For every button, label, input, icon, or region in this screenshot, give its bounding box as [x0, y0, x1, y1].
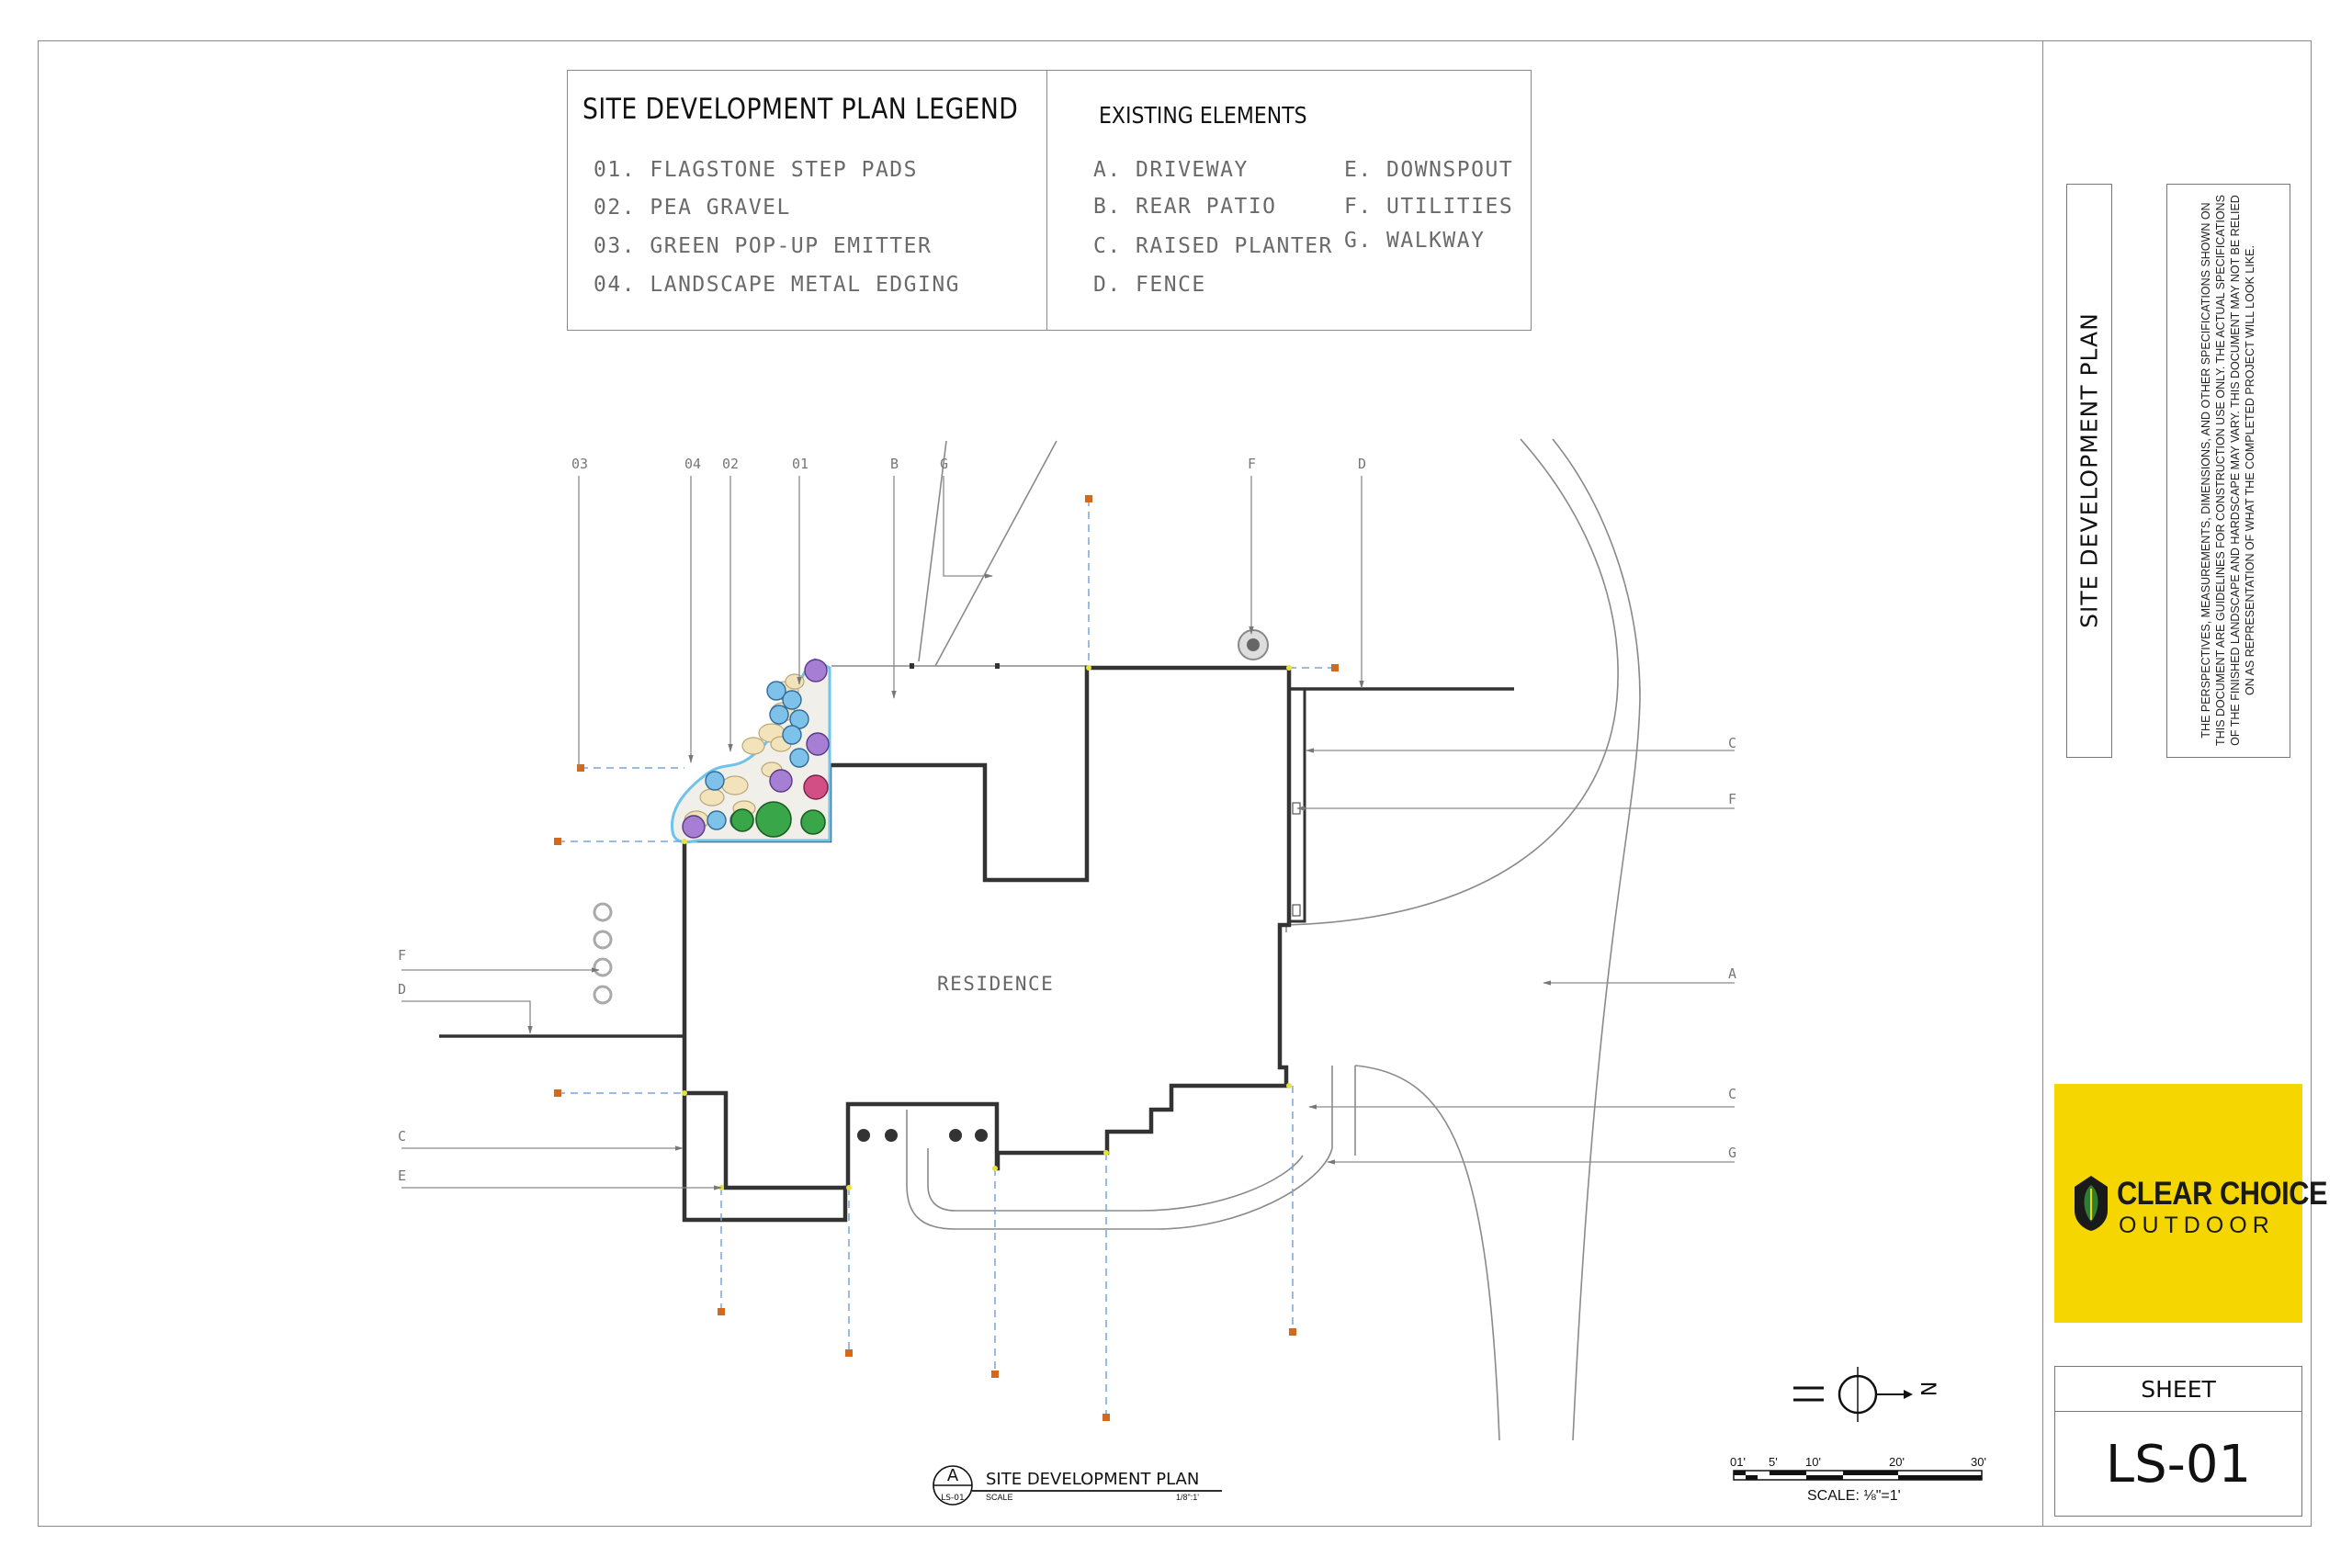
corner-points	[682, 665, 1292, 1190]
callout-right-c2: C	[1728, 1086, 1736, 1102]
callout-04: 04	[684, 456, 701, 472]
survey-markers	[554, 495, 1339, 1421]
legend-title: SITE DEVELOPMENT PLAN LEGEND	[582, 93, 1019, 126]
residence-outline	[682, 665, 1292, 1223]
existing-item: E. DOWNSPOUT	[1344, 158, 1514, 182]
disclaimer-text: THE PERSPECTIVES, MEASUREMENTS, DIMENSIO…	[2199, 195, 2256, 746]
existing-item: D. FENCE	[1093, 273, 1206, 297]
existing-item: C. RAISED PLANTER	[1093, 234, 1333, 258]
callout-right-a: A	[1728, 965, 1736, 982]
existing-elements-title: EXISTING ELEMENTS	[1099, 102, 1307, 129]
drawing-scale-value: 1/8":1'	[1176, 1493, 1199, 1502]
scale-tick: 20'	[1889, 1455, 1905, 1469]
callout-right-g: G	[1728, 1145, 1736, 1161]
rear-step	[684, 1090, 845, 1190]
sheet-number: LS-01	[2105, 1434, 2252, 1495]
patio-posts	[910, 663, 1000, 669]
drawing-sheet-ref: LS-01	[941, 1494, 964, 1503]
scale-tick: 5'	[1769, 1455, 1778, 1469]
callout-f: F	[1248, 456, 1256, 472]
scale-tick: 01'	[1730, 1455, 1746, 1469]
vertical-title-box	[2066, 184, 2112, 758]
legend-divider	[1046, 71, 1047, 330]
existing-item: F. UTILITIES	[1344, 195, 1514, 219]
legend-box: SITE DEVELOPMENT PLAN LEGEND 01. FLAGSTO…	[567, 70, 1532, 331]
existing-item: A. DRIVEWAY	[1093, 158, 1249, 182]
raised-planter-strip	[1289, 687, 1306, 923]
legend-item: 03. GREEN POP-UP EMITTER	[594, 234, 933, 258]
title-block-divider	[2042, 40, 2043, 1527]
logo-main-text: CLEAR CHOICE	[2117, 1176, 2328, 1212]
fence-lines	[439, 687, 1514, 1038]
logo-sub-text: OUTDOOR	[2119, 1213, 2275, 1238]
downspout-mark	[1292, 904, 1301, 917]
legend-item: 02. PEA GRAVEL	[594, 196, 791, 220]
scale-tick: 10'	[1805, 1455, 1821, 1469]
scale-label: SCALE: ⅛"=1'	[1807, 1488, 1901, 1504]
existing-item: B. REAR PATIO	[1093, 195, 1277, 219]
callout-left-c: C	[398, 1128, 406, 1145]
callout-left-e: E	[398, 1168, 406, 1184]
planting-bed	[671, 658, 831, 844]
drawing-marker: A	[947, 1466, 959, 1485]
scale-tick: 30'	[1971, 1455, 1986, 1469]
sheet-number-box: SHEET LS-01	[2054, 1366, 2302, 1517]
north-label: N	[1916, 1382, 1939, 1396]
callout-d: D	[1358, 456, 1366, 472]
utility-circles	[593, 902, 613, 1005]
sheet-label: SHEET	[2055, 1367, 2301, 1412]
callout-right-c: C	[1728, 735, 1736, 751]
company-logo: CLEAR CHOICE OUTDOOR	[2054, 1084, 2328, 1323]
drawing-scale-label: SCALE	[986, 1493, 1013, 1502]
legend-item: 01. FLAGSTONE STEP PADS	[594, 158, 918, 182]
legend-item: 04. LANDSCAPE METAL EDGING	[594, 273, 961, 297]
callout-01: 01	[792, 456, 808, 472]
downspout-symbol	[1238, 629, 1269, 660]
right-callout-leaders	[1296, 748, 1735, 1165]
callout-02: 02	[722, 456, 739, 472]
drawing-title: A LS-01 SITE DEVELOPMENT PLAN SCALE 1/8"…	[933, 1465, 1222, 1506]
drawing-title-text: SITE DEVELOPMENT PLAN	[986, 1470, 1199, 1489]
callout-03: 03	[571, 456, 588, 472]
patio-bollards	[857, 1129, 988, 1142]
disclaimer-box	[2166, 184, 2290, 758]
leaf-icon	[2075, 1176, 2108, 1231]
callout-left-d: D	[398, 981, 406, 998]
top-callout-leaders	[578, 476, 1364, 768]
left-callout-leaders	[401, 967, 722, 1190]
north-arrow: N	[1793, 1367, 1939, 1422]
scale-bar: 01' 5' 10' 20' 30' SCALE: ⅛"=1'	[1730, 1455, 1986, 1504]
callout-right-f: F	[1728, 791, 1736, 807]
driveway-curves	[906, 438, 1641, 1441]
callout-b: B	[890, 456, 899, 472]
callout-g: G	[940, 456, 948, 472]
existing-item: G. WALKWAY	[1344, 229, 1486, 253]
callout-left-f: F	[398, 947, 406, 964]
sheet-border	[38, 40, 2312, 1527]
dimension-leaders	[558, 499, 1334, 1417]
vertical-title: SITE DEVELOPMENT PLAN	[2075, 312, 2103, 628]
residence-label: RESIDENCE	[937, 973, 1054, 995]
